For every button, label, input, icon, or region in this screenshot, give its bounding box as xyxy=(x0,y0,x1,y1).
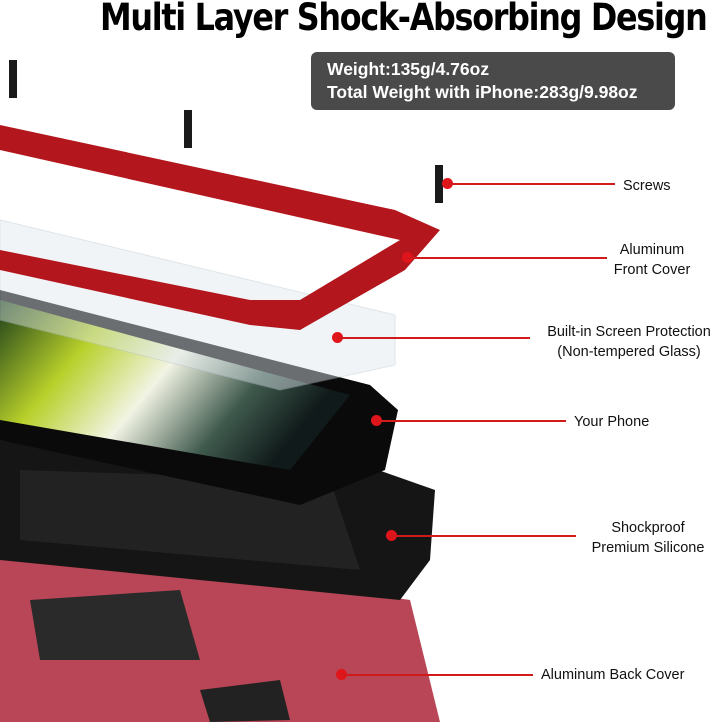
callout-line xyxy=(447,183,615,185)
weight-box: Weight:135g/4.76oz Total Weight with iPh… xyxy=(311,52,675,110)
camera-cutout xyxy=(200,680,290,722)
label-text: Screws xyxy=(623,178,671,194)
phone-screen xyxy=(0,300,350,470)
label-text: Premium Silicone xyxy=(591,540,705,556)
label-back-cover: Aluminum Back Cover xyxy=(541,665,684,685)
label-text: Your Phone xyxy=(574,414,650,430)
callout-line xyxy=(376,420,566,422)
label-text: (Non-tempered Glass) xyxy=(557,344,701,360)
back-cover-cutout xyxy=(30,590,200,660)
callout-line xyxy=(337,337,530,339)
label-front-cover: Aluminum Front Cover xyxy=(608,240,696,280)
front-frame xyxy=(0,125,440,330)
screw xyxy=(9,60,17,98)
label-text: Front Cover xyxy=(613,262,691,278)
label-text: Built-in Screen Protection xyxy=(547,324,711,340)
label-text: Aluminum Back Cover xyxy=(541,667,685,683)
label-text: Shockproof xyxy=(611,520,685,536)
label-screen-protection: Built-in Screen Protection (Non-tempered… xyxy=(538,322,720,362)
screw xyxy=(184,110,192,148)
page-title: Multi Layer Shock-Absorbing Design xyxy=(100,0,708,39)
label-screws: Screws xyxy=(623,176,671,196)
total-weight-line: Total Weight with iPhone:283g/9.98oz xyxy=(327,82,638,102)
weight-line: Weight:135g/4.76oz xyxy=(327,59,490,79)
label-text: Aluminum xyxy=(619,242,685,258)
screw xyxy=(435,165,443,203)
back-cover xyxy=(0,540,440,722)
label-silicone: Shockproof Premium Silicone xyxy=(584,518,712,558)
callout-line xyxy=(407,257,607,259)
callout-line xyxy=(341,674,533,676)
label-your-phone: Your Phone xyxy=(574,412,649,432)
callout-line xyxy=(391,535,576,537)
